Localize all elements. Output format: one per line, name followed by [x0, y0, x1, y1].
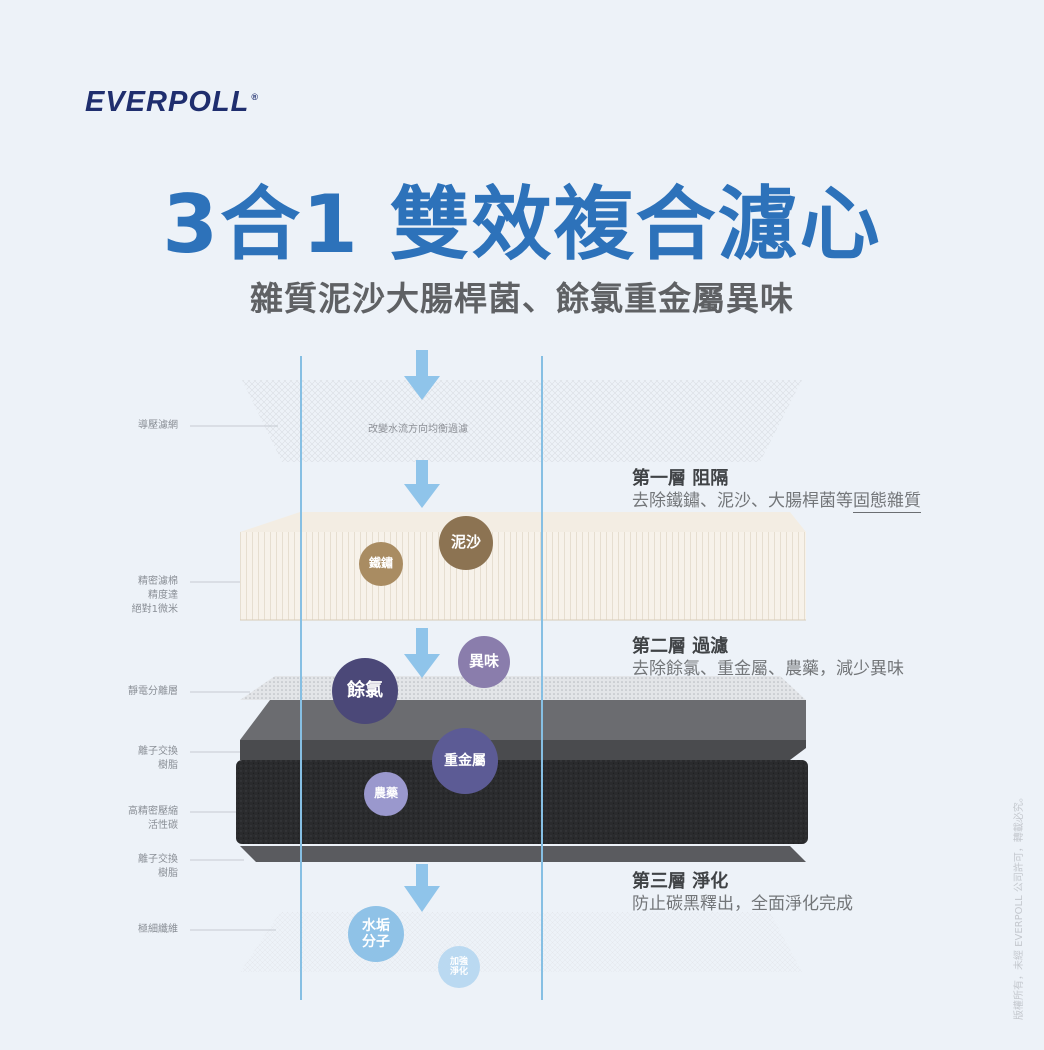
bubble-rust: 鐵鏽	[359, 542, 403, 586]
label-ion-resin-2: 離子交換樹脂	[138, 854, 178, 879]
guide-mesh-layer	[242, 380, 802, 462]
copyright-text: 版權所有，未經 EVERPOLL 公司許可，轉載必究。	[1014, 792, 1025, 1020]
arrow-down-icon	[404, 628, 440, 678]
guide-line-left	[300, 356, 302, 1000]
bubble-sand: 泥沙	[439, 516, 493, 570]
carbon-block-layer	[236, 760, 808, 844]
label-carbon: 高精密壓縮活性碳	[128, 806, 178, 831]
label-fiber: 極細纖維	[138, 924, 178, 935]
arrow-down-icon	[404, 460, 440, 508]
mesh-note: 改變水流方向均衡過濾	[368, 424, 468, 435]
layer-1-title: 第一層 阻隔	[632, 468, 729, 489]
bubble-enhance: 加強淨化	[438, 946, 480, 988]
ion-resin-layer-2	[240, 846, 806, 862]
label-fine-cotton: 精密濾棉精度達絕對1微米	[131, 576, 178, 615]
layer-3-title: 第三層 淨化	[632, 871, 729, 892]
page-title: 3合1 雙效複合濾心	[162, 178, 882, 271]
label-ion-resin-1: 離子交換樹脂	[138, 746, 178, 771]
bubble-odor: 異味	[458, 636, 510, 688]
bubble-chlorine: 餘氯	[332, 658, 398, 724]
fiber-layer	[240, 912, 802, 972]
layer-1-desc: 去除鐵鏽、泥沙、大腸桿菌等固態雜質	[632, 491, 921, 513]
arrow-down-icon	[404, 350, 440, 400]
label-electrostatic: 靜電分離層	[128, 686, 178, 697]
bubble-scale: 水垢分子	[348, 906, 404, 962]
layer-3-desc: 防止碳黑釋出，全面淨化完成	[632, 894, 853, 914]
bubble-pesticide: 農藥	[364, 772, 408, 816]
label-guide-mesh: 導壓濾網	[138, 420, 178, 431]
fine-cotton-top	[240, 512, 806, 532]
layer-2-title: 第二層 過濾	[632, 636, 729, 657]
bubble-heavy-metal: 重金屬	[432, 728, 498, 794]
everpoll-logo: EVERPOLL®	[85, 86, 259, 118]
page-subtitle: 雜質泥沙大腸桿菌、餘氯重金屬異味	[250, 279, 794, 318]
guide-line-right	[541, 356, 543, 1000]
arrow-down-icon	[404, 864, 440, 912]
layer-2-desc: 去除餘氯、重金屬、農藥，減少異味	[632, 659, 904, 679]
fine-cotton-layer	[240, 532, 806, 620]
ion-resin-layer-1	[240, 740, 806, 760]
electrostatic-layer	[240, 676, 806, 700]
water-flow-arrows	[404, 350, 440, 912]
